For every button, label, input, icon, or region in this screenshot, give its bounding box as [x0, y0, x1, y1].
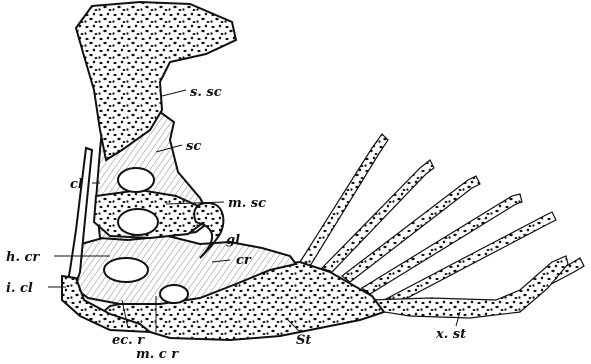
label-suprascapula: s. sc: [190, 85, 222, 100]
fenestra-upper: [118, 168, 154, 192]
label-clavicle: cl: [70, 177, 83, 192]
label-glenoid: gl: [226, 233, 240, 248]
label-sternum: St: [296, 333, 311, 348]
label-mesoscapula: m. sc: [228, 196, 266, 211]
fenestra-middle: [118, 209, 158, 235]
fenestra-lower-left: [104, 258, 148, 282]
label-epicoracoid: ec. r: [112, 333, 145, 348]
fenestra-lower-right: [160, 285, 188, 303]
label-xiphisternum: x. st: [435, 327, 466, 342]
label-mesocoracoid: m. c r: [136, 347, 179, 362]
label-interclavicle: i. cl: [6, 281, 33, 296]
label-scapula: sc: [186, 139, 201, 154]
label-coracoid: cr: [236, 253, 252, 268]
label-hypocoracoid: h. cr: [6, 250, 40, 265]
